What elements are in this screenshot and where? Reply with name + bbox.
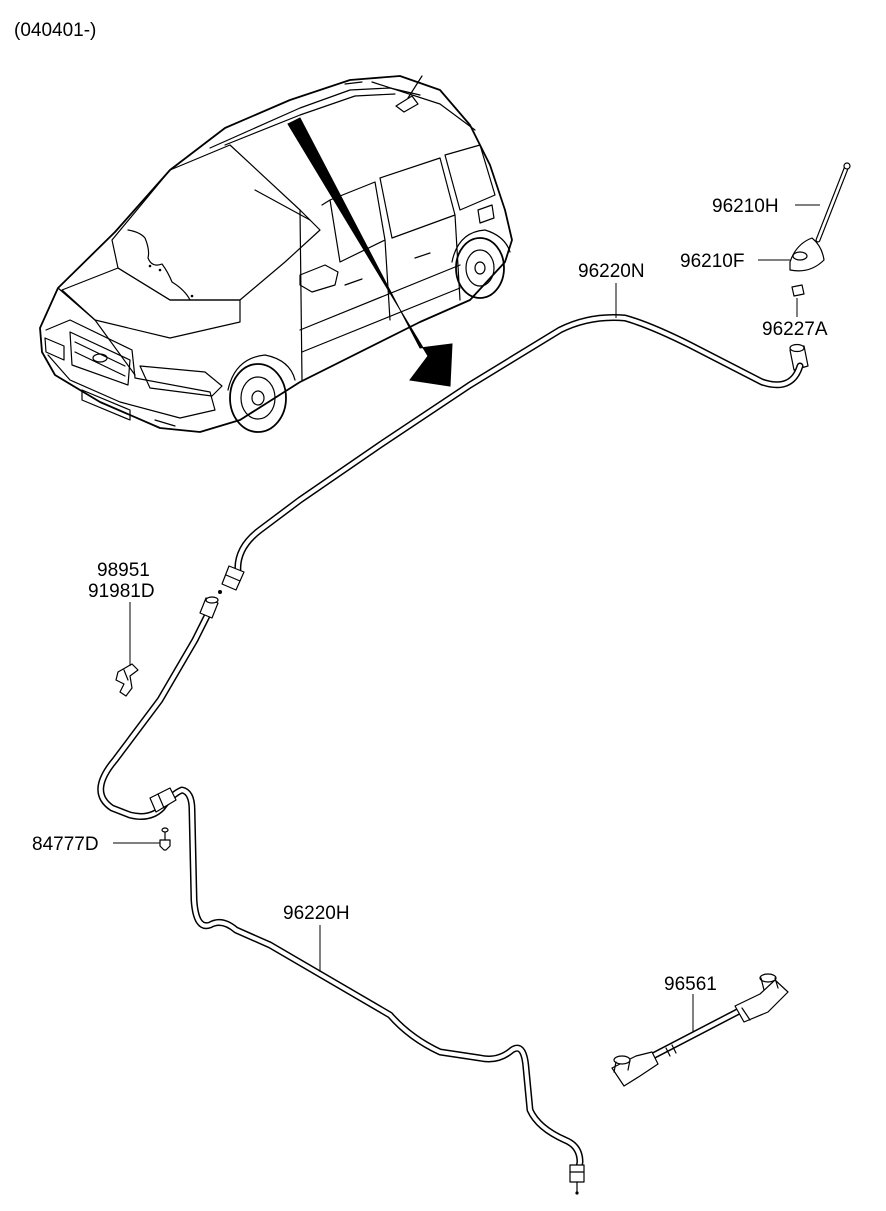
label-antenna-nut: 96227A [762, 319, 828, 340]
leader-lines [113, 204, 820, 1032]
label-roof-feeder-cable: 96220N [578, 261, 645, 282]
bracket-part [115, 663, 139, 697]
label-main-feeder-cable: 96220H [283, 903, 350, 924]
clip-part [159, 827, 171, 851]
label-antenna-rod: 96210H [712, 196, 779, 217]
main-feeder-cable [97, 596, 585, 1195]
label-clip: 84777D [32, 834, 99, 855]
extension-cable [611, 973, 789, 1087]
label-bracket-b: 91981D [88, 581, 155, 602]
roof-feeder-cable [218, 314, 804, 594]
label-bracket-a: 98951 [97, 560, 150, 581]
roof-antenna-assembly [789, 162, 851, 371]
label-extension-cable: 96561 [664, 974, 717, 995]
diagram-code: (040401-) [14, 20, 96, 41]
vehicle-illustration [39, 75, 513, 433]
label-antenna-base: 96210F [680, 251, 744, 272]
